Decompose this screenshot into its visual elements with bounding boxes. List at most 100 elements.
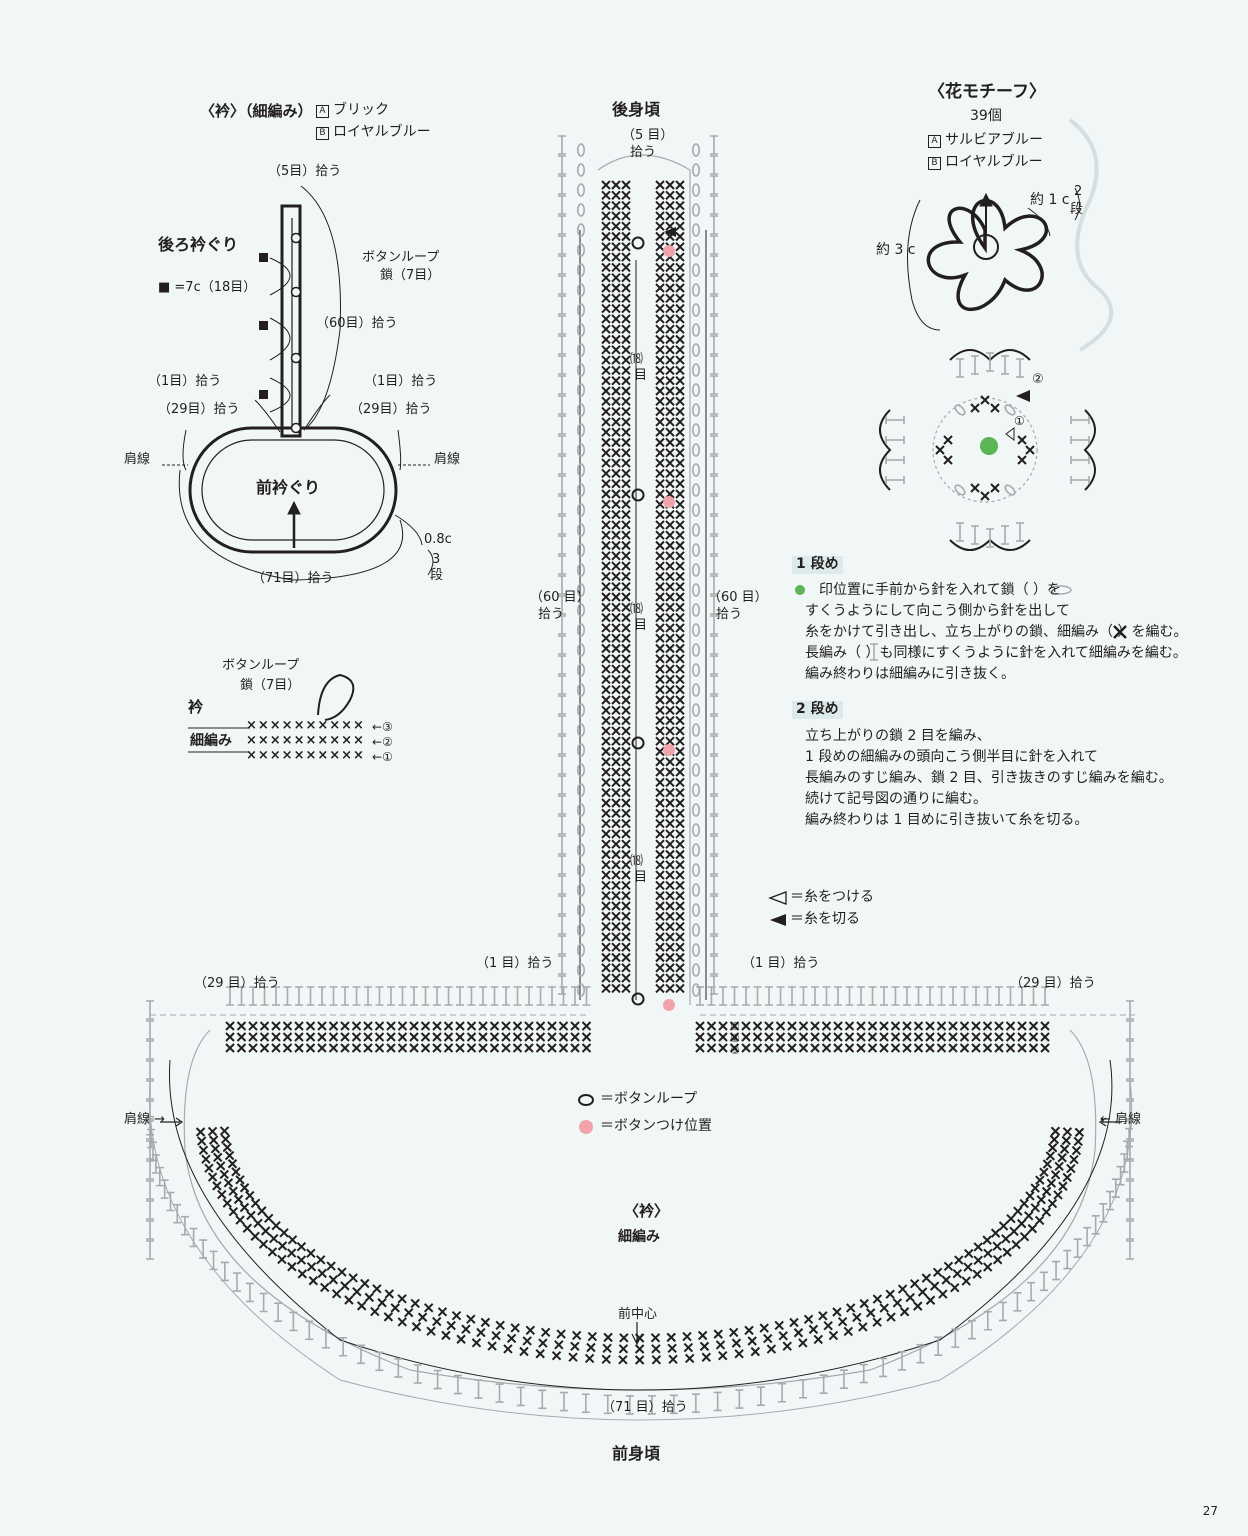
round2-line-3: 長編みのすじ編み、鎖 2 目、引き抜きのすじ編みを編む。 bbox=[805, 770, 1173, 786]
dc-stitch bbox=[220, 1261, 230, 1282]
sc-stitch bbox=[665, 921, 675, 932]
sc-stitch bbox=[810, 1021, 820, 1031]
sc-stitch bbox=[601, 262, 611, 273]
sc-stitch bbox=[1041, 1207, 1052, 1218]
flower-size-small-rows: 2 bbox=[1074, 184, 1083, 199]
sc-stitch bbox=[236, 1021, 247, 1031]
chain-stitch bbox=[576, 423, 586, 437]
sc-stitch bbox=[611, 221, 621, 232]
chain-stitch bbox=[1002, 482, 1018, 498]
chain-stitch bbox=[576, 283, 586, 297]
sc-stitch bbox=[253, 1218, 264, 1229]
sc-stitch bbox=[980, 491, 990, 501]
sc-stitch bbox=[601, 633, 611, 644]
sc-stitch bbox=[665, 478, 675, 489]
sc-stitch bbox=[621, 859, 631, 870]
sc-stitch bbox=[420, 1043, 431, 1053]
sc-stitch bbox=[992, 1241, 1003, 1252]
sc-stitch bbox=[466, 1043, 477, 1053]
sc-stitch bbox=[665, 818, 675, 829]
sc-stitch bbox=[601, 283, 611, 293]
sc-stitch bbox=[655, 653, 665, 664]
dc-stitch bbox=[709, 695, 719, 715]
sc-stitch bbox=[611, 674, 621, 685]
sc-stitch bbox=[501, 1032, 511, 1042]
sc-stitch bbox=[340, 1032, 350, 1042]
sc-stitch bbox=[665, 180, 675, 190]
sc-stitch bbox=[446, 1320, 457, 1331]
sc-stitch bbox=[943, 435, 953, 445]
sc-stitch bbox=[843, 1326, 854, 1337]
dc-stitch bbox=[709, 175, 719, 195]
sc-stitch bbox=[655, 190, 665, 201]
dc-stitch bbox=[691, 1393, 701, 1413]
sc-stitch bbox=[384, 1288, 395, 1299]
sc-stitch bbox=[271, 1032, 281, 1042]
dc-stitch bbox=[328, 986, 339, 1006]
sc-stitch bbox=[675, 468, 685, 479]
dc-stitch bbox=[752, 986, 763, 1006]
sc-stitch bbox=[621, 190, 631, 201]
sc-stitch bbox=[611, 870, 621, 881]
sc-stitch bbox=[611, 715, 621, 726]
sc-stitch bbox=[611, 839, 621, 850]
sc-stitch bbox=[601, 406, 611, 417]
sc-stitch bbox=[803, 1314, 814, 1325]
sc-stitch bbox=[665, 767, 675, 778]
sc-stitch bbox=[621, 931, 631, 942]
sc-symbol-icon bbox=[1113, 625, 1127, 639]
sc-stitch bbox=[296, 1241, 307, 1252]
legend-loop: ＝ボタンループ bbox=[600, 1091, 698, 1107]
sc-stitch bbox=[706, 1043, 717, 1053]
dc-stitch bbox=[145, 1000, 155, 1020]
sc-stitch bbox=[994, 1032, 1004, 1042]
sc-stitch bbox=[856, 1021, 866, 1031]
sc-stitch bbox=[675, 365, 685, 376]
sc-stitch bbox=[665, 468, 675, 479]
dc-stitch bbox=[897, 1351, 907, 1371]
sc-stitch bbox=[455, 1032, 465, 1042]
sc-stitch bbox=[935, 445, 945, 455]
sc-stitch bbox=[1017, 1043, 1027, 1053]
sc-stitch bbox=[621, 725, 631, 736]
sc-stitch bbox=[665, 375, 675, 386]
dc-stitch bbox=[557, 775, 567, 795]
sc-stitch bbox=[655, 540, 665, 551]
sc-stitch bbox=[917, 1286, 928, 1297]
sc-stitch bbox=[356, 1300, 367, 1311]
sc-stitch bbox=[397, 1293, 408, 1304]
chain-stitch bbox=[576, 723, 586, 737]
right29: （29 目）拾う bbox=[1010, 976, 1096, 991]
sc-stitch bbox=[665, 550, 675, 561]
dc-stitch bbox=[1000, 355, 1010, 375]
sc-stitch bbox=[655, 252, 665, 263]
sc-stitch bbox=[867, 1021, 878, 1031]
sc-stitch bbox=[426, 1326, 437, 1337]
sc-stitch bbox=[621, 334, 631, 345]
dc-stitch bbox=[557, 715, 567, 735]
sc-stitch bbox=[621, 458, 631, 469]
sc-stitch bbox=[766, 1344, 777, 1355]
button-loop-chain: 鎖（7目） bbox=[380, 268, 441, 283]
sc-stitch bbox=[621, 375, 631, 386]
sc-stitch bbox=[665, 962, 675, 973]
collar-rows-unit: 段 bbox=[430, 568, 444, 583]
detail-loop-chain: 鎖（7目） bbox=[240, 678, 301, 693]
dc-stitch bbox=[718, 986, 728, 1006]
flower-attach-marker bbox=[1005, 427, 1015, 441]
sc-stitch bbox=[259, 1021, 270, 1031]
sc-stitch bbox=[1009, 1226, 1020, 1237]
dc-stitch bbox=[159, 1179, 170, 1199]
sc-stitch bbox=[203, 1163, 214, 1174]
sc-stitch bbox=[774, 1320, 785, 1331]
chain-stitch bbox=[576, 483, 586, 497]
sc-stitch bbox=[601, 602, 611, 613]
sc-stitch bbox=[695, 1043, 705, 1053]
sc-stitch bbox=[665, 540, 675, 551]
detail-stitch-label: 細編み bbox=[190, 733, 232, 749]
sc-stitch bbox=[717, 1350, 728, 1361]
sc-stitch bbox=[569, 1341, 580, 1352]
sc-stitch bbox=[913, 1032, 924, 1042]
sc-stitch bbox=[759, 1323, 770, 1334]
